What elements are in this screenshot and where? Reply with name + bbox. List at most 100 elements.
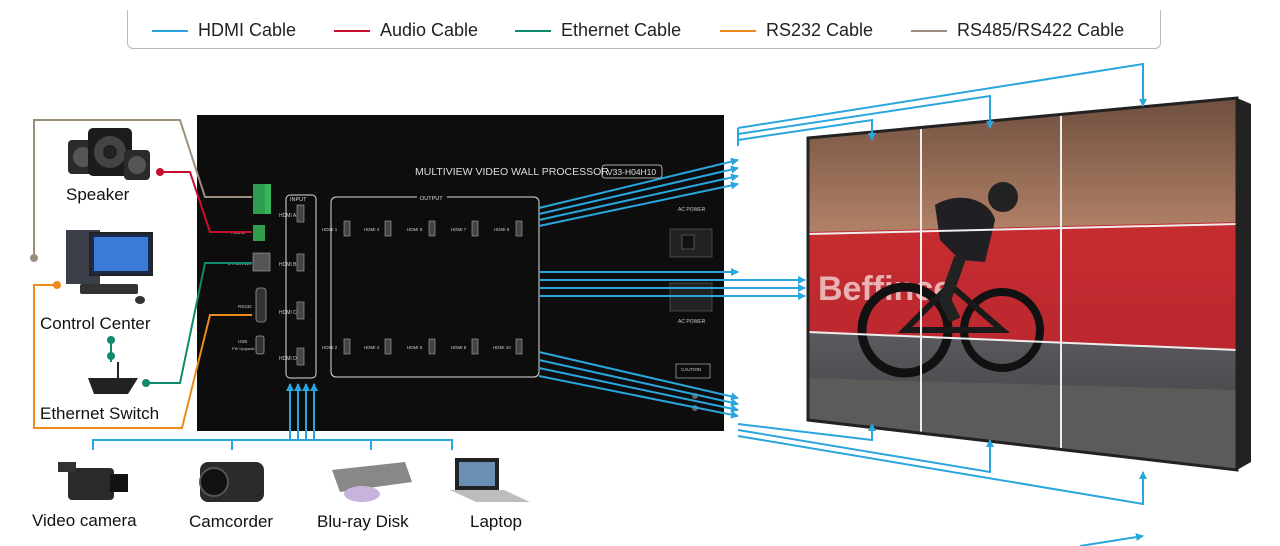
output-port-10-socket [515,338,523,355]
output-label-9: HDMI 9 [494,227,510,232]
audio-cable [160,171,252,233]
bluray-player-icon [332,462,412,502]
input-label-d: HDMI D [279,356,297,362]
legend-hdmi-swatch [152,29,188,32]
ethernet-cable-end [142,379,150,387]
output-port-2: HDMI 2 [322,338,351,355]
hdmi-source-bus [92,439,453,450]
hdmi-input-cables [92,383,453,450]
input-port-c-socket [296,301,305,320]
usb-label: USB [238,339,247,344]
ethernet-port [252,252,271,272]
computer-icon [66,230,153,304]
legend-hdmi: HDMI Cable [152,20,296,41]
caution-box [675,363,711,379]
input-port-b-socket [296,253,305,272]
video-camera-label: Video camera [32,511,137,530]
model-box [601,164,663,179]
legend-audio: Audio Cable [334,20,478,41]
hdmi-output-cables [538,62,1147,546]
output-port-4: HDMI 4 [364,338,392,355]
ethernet-switch-label: Ethernet Switch [40,404,160,423]
output-port-3-socket [384,220,392,237]
legend-ethernet-label: Ethernet Cable [561,20,682,40]
ethernet-link-bottom [107,352,115,360]
video-camera-icon [58,462,128,500]
legend-rs485: RS485/RS422 Cable [911,20,1124,41]
hdmi-out-bot-2 [538,359,739,407]
legend-rs232-label: RS232 Cable [766,20,874,40]
power-label-1: AC POWER [678,207,706,213]
processor-model: V33-H04H10 [607,167,656,177]
output-port-8-socket [471,338,479,355]
rs232-cable [33,284,252,429]
output-port-4-socket [384,338,392,355]
speaker-right-cone [128,156,146,174]
video-camera-body [68,468,114,500]
output-label-10: HDMI 10 [493,345,511,350]
video-camera-lens [110,474,128,492]
rs485-terminal [253,184,265,214]
video-wall-bezel [806,96,1239,472]
output-port-6-socket [428,338,436,355]
caution-label: CAUTION [681,367,701,372]
legend-rs232: RS232 Cable [720,20,873,41]
hdmi-route-top-col1 [737,118,876,141]
legend-rs232-swatch [720,29,756,32]
camcorder-icon [199,462,264,502]
rider-helmet [988,182,1018,212]
video-wall: Beffince [806,96,1251,472]
output-label-8: HDMI 8 [451,345,467,350]
hdmi-out-top-4 [538,181,739,227]
switch-body [88,378,138,394]
power-label-2: AC POWER [678,319,706,325]
laptop-label: Laptop [470,512,522,531]
seam-h1 [807,223,1238,235]
hdmi-route-top-col2 [737,94,994,135]
bluray-label: Blu-ray Disk [317,512,409,531]
legend-rs485-label: RS485/RS422 Cable [957,20,1125,40]
hdmi-route-bot-col1 [737,423,876,442]
legend-audio-label: Audio Cable [380,20,479,40]
input-port-d: HDMI D [279,347,305,366]
output-header: OUTPUT [420,196,443,202]
usb-port [255,335,265,355]
control-center-label: Control Center [40,314,151,333]
hdmi-out-bot-3 [538,367,739,413]
camcorder-label: Camcorder [189,512,274,531]
output-label-6: HDMI 6 [407,345,423,350]
pc-screen [94,237,148,271]
processor-title: MULTIVIEW VIDEO WALL PROCESSOR [415,166,609,178]
laptop-base [450,490,530,502]
laptop-display [459,462,495,486]
speaker-icon [68,128,150,180]
output-label-7: HDMI 7 [451,227,467,232]
input-header: INPUT [290,197,307,203]
input-label-b: HDMI B [279,262,297,268]
cable-legend: HDMI Cable Audio Cable Ethernet Cable RS… [127,10,1161,49]
ethernet-link-top [107,336,115,344]
hdmi-route-bottom-edge [1079,533,1144,546]
input-port-b: HDMI B [279,253,305,272]
legend-hdmi-label: HDMI Cable [198,20,297,40]
hdmi-out-top-2 [538,165,739,215]
audio-terminal [253,225,265,241]
input-port-a: HDMI A [279,204,305,223]
power-socket-1-inlet [681,234,695,250]
output-port-10: HDMI 10 [493,338,523,355]
output-label-3: HDMI 3 [364,227,380,232]
output-port-9-socket [515,220,523,237]
pc-mouse [135,296,145,304]
output-label-5: HDMI 5 [407,227,423,232]
pc-keyboard [80,284,138,294]
output-label-2: HDMI 2 [322,345,338,350]
road [808,378,1237,470]
input-label-a: HDMI A [279,213,297,219]
input-port-a-socket [296,204,305,223]
rs485-cable-end [30,254,38,262]
speaker-label: Speaker [66,185,130,204]
speaker-sub-center [103,145,117,159]
video-wall-side [1237,98,1251,470]
camcorder-lens [199,467,229,497]
